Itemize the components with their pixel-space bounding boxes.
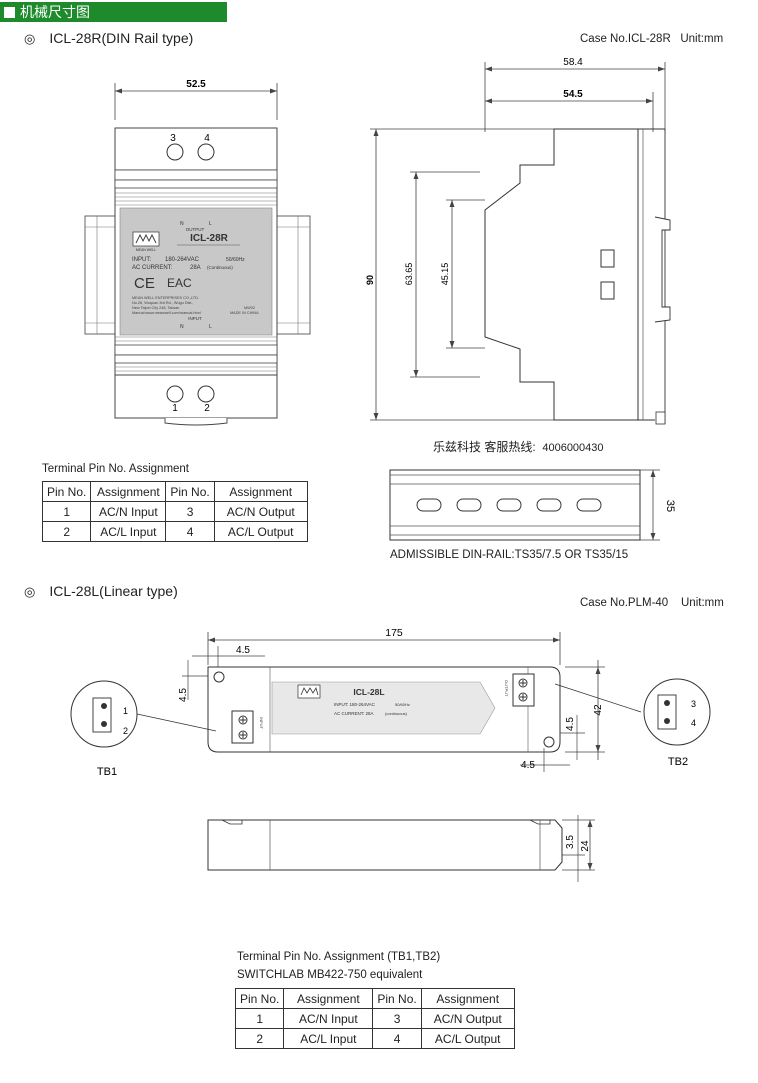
terminal-1-label: 1 xyxy=(172,403,178,414)
tb1-label: TB1 xyxy=(97,766,117,778)
svg-text:L: L xyxy=(209,324,212,330)
svg-text:MEAN WELL: MEAN WELL xyxy=(136,248,157,252)
rail-text: ADMISSIBLE DIN-RAIL:TS35/7.5 OR TS35/15 xyxy=(390,549,629,561)
front-width-dim: 52.5 xyxy=(186,79,206,90)
table-row: 2 AC/L Input 4 AC/L Output xyxy=(234,1028,515,1049)
hole-dim-top: 4.5 xyxy=(236,645,250,656)
square-icon xyxy=(4,7,15,18)
dim-45: 45.15 xyxy=(440,263,450,286)
tb1-pin-2: 2 xyxy=(123,726,128,736)
din-front-view: 52.5 3 4 1 2 N L OUTPUT MEAN WELL ICL-28… xyxy=(84,79,311,426)
svg-text:(Continuous): (Continuous) xyxy=(207,265,233,270)
terminal-3-label: 3 xyxy=(170,133,176,144)
svg-text:No.28, Wuquan 3rd Rd., Wugu Di: No.28, Wuquan 3rd Rd., Wugu Dist., xyxy=(132,301,193,305)
svg-text:AC CURRENT: 28A: AC CURRENT: 28A xyxy=(334,711,374,716)
rail-dim-35: 35 xyxy=(664,500,675,512)
din-rail-drawing: 35 xyxy=(389,469,675,541)
linear-section-title: ◎ICL-28L(Linear type) xyxy=(24,583,178,599)
linear-pin-table-caption2: SWITCHLAB MB422-750 equivalent xyxy=(237,969,423,981)
svg-text:N: N xyxy=(180,221,184,227)
bullet-circle-icon: ◎ xyxy=(24,31,36,46)
bullet-circle-icon: ◎ xyxy=(24,584,36,599)
tb2-callout: 3 4 TB2 xyxy=(554,678,711,768)
svg-text:50/60Hz: 50/60Hz xyxy=(226,257,245,263)
dim-54: 54.5 xyxy=(563,89,583,100)
svg-text:INPUT: 180-264VAC: INPUT: 180-264VAC xyxy=(334,702,376,707)
section-header: 机械尺寸图 xyxy=(0,2,227,22)
height-dim-42: 42 xyxy=(593,704,604,716)
svg-text:N: N xyxy=(180,324,184,330)
tb2-pin-3: 3 xyxy=(691,699,696,709)
din-side-view: 58.4 54.5 90 63.65 45.15 xyxy=(365,57,671,425)
tb2-pin-4: 4 xyxy=(691,718,696,728)
linear-pin-table-caption: Terminal Pin No. Assignment (TB1,TB2) xyxy=(237,951,441,963)
side-dim-3.5: 3.5 xyxy=(565,835,576,849)
linear-model-label: ICL-28L xyxy=(353,687,384,697)
linear-side-view: 3.5 24 xyxy=(207,815,595,882)
svg-text:L: L xyxy=(209,221,212,227)
dim-63: 63.65 xyxy=(404,263,414,286)
svg-text:MEAN WELL ENTERPRISES CO.,LTD.: MEAN WELL ENTERPRISES CO.,LTD. xyxy=(132,296,199,300)
hole-dim-left: 4.5 xyxy=(178,688,189,702)
dim-58: 58.4 xyxy=(563,57,583,68)
table-row: 1 AC/N Input 3 AC/N Output xyxy=(234,1008,515,1029)
table-header-row: Pin No. Assignment Pin No. Assignment xyxy=(234,988,515,1009)
svg-text:28A: 28A xyxy=(190,265,201,271)
svg-text:MW02: MW02 xyxy=(244,306,255,310)
table-row: 1 AC/N Input 3 AC/N Output xyxy=(41,501,308,522)
hole-dim-bottom: 4.5 xyxy=(521,760,535,771)
svg-text:50/60Hz: 50/60Hz xyxy=(395,702,410,707)
ce-mark-icon: CE xyxy=(134,275,155,292)
terminal-4-label: 4 xyxy=(204,133,210,144)
table-header-row: Pin No. Assignment Pin No. Assignment xyxy=(41,481,308,502)
linear-case-no: Case No.PLM-40 Unit:mm xyxy=(580,597,724,609)
svg-text:INPUT: INPUT xyxy=(188,316,202,321)
din-pin-table-caption: Terminal Pin No. Assignment xyxy=(42,463,190,475)
side-dim-24: 24 xyxy=(580,840,591,852)
svg-text:(continuous): (continuous) xyxy=(385,711,408,716)
tb1-pin-1: 1 xyxy=(123,706,128,716)
linear-top-view: 175 4.5 4.5 INPUT OUTPUT ICL-28L INPUT: … xyxy=(178,627,605,772)
eac-mark-icon: EAC xyxy=(167,276,192,290)
din-section-title: ◎ICL-28R(DIN Rail type) xyxy=(24,30,194,46)
din-model-label: ICL-28R xyxy=(190,233,229,244)
svg-text:AC CURRENT:: AC CURRENT: xyxy=(132,265,173,271)
svg-text:INPUT:: INPUT: xyxy=(132,257,151,263)
svg-text:INPUT: INPUT xyxy=(259,717,264,730)
dim-90: 90 xyxy=(365,275,375,285)
svg-text:OUTPUT: OUTPUT xyxy=(186,227,205,232)
tb2-label: TB2 xyxy=(668,756,688,768)
linear-pin-table: Pin No. Assignment Pin No. Assignment 1 … xyxy=(234,988,515,1049)
table-row: 2 AC/L Input 4 AC/L Output xyxy=(41,521,308,542)
hole-dim-right: 4.5 xyxy=(565,717,576,731)
header-title: 机械尺寸图 xyxy=(20,4,90,20)
length-dim-175: 175 xyxy=(385,627,403,639)
din-pin-table: Pin No. Assignment Pin No. Assignment 1 … xyxy=(41,481,308,542)
svg-text:Manual:www.meanwell.com/manual: Manual:www.meanwell.com/manual.html xyxy=(132,311,201,315)
svg-text:180-264VAC: 180-264VAC xyxy=(165,257,200,263)
svg-text:New Taipei City 248, Taiwan: New Taipei City 248, Taiwan xyxy=(132,306,179,310)
hotline: 乐兹科技 客服热线: 4006000430 xyxy=(433,440,604,454)
din-case-no: Case No.ICL-28R Unit:mm xyxy=(580,33,724,45)
terminal-2-label: 2 xyxy=(204,403,210,414)
svg-text:MADE IN CHINA: MADE IN CHINA xyxy=(230,311,259,315)
svg-text:OUTPUT: OUTPUT xyxy=(504,680,509,697)
tb1-callout: 1 2 TB1 xyxy=(70,680,217,778)
